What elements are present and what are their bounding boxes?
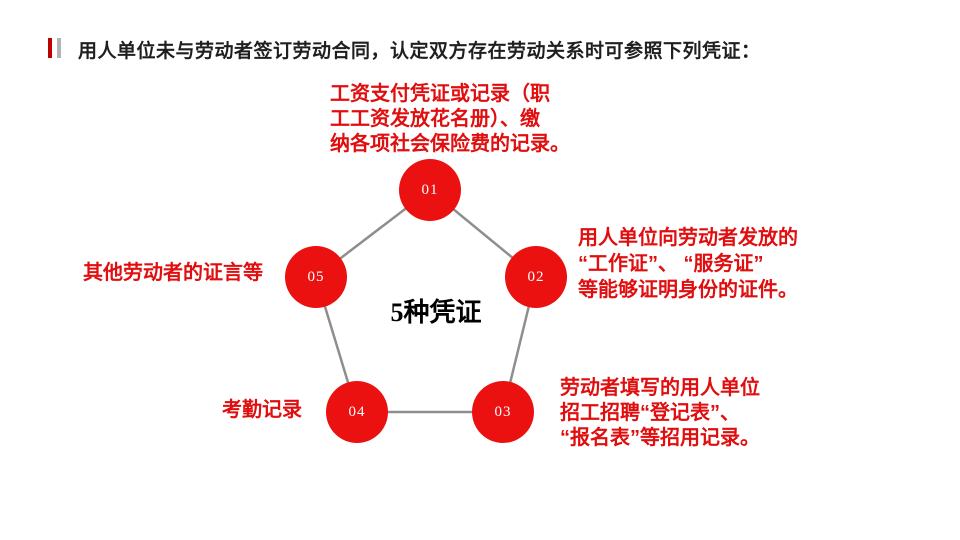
node-label-02: 用人单位向劳动者发放的 “工作证”、 “服务证” 等能够证明身份的证件。 (578, 227, 798, 301)
node-number-03: 03 (494, 403, 512, 420)
node-number-01: 01 (421, 181, 439, 198)
pentagon-center-label: 5种凭证 (390, 298, 482, 327)
title-accent-bar-red (48, 38, 52, 58)
node-number-04: 04 (348, 403, 366, 420)
node-circle-04: 04 (326, 381, 388, 443)
page-title: 用人单位未与劳动者签订劳动合同，认定双方存在劳动关系时可参照下列凭证： (78, 41, 761, 62)
node-number-05: 05 (307, 268, 325, 285)
node-label-01: 工资支付凭证或记录（职 工工资发放花名册）、缴 纳各项社会保险费的记录。 (330, 83, 570, 155)
node-label-05: 其他劳动者的证言等 (83, 262, 263, 284)
title-accent-bar-gray (57, 38, 61, 58)
node-label-04: 考勤记录 (222, 399, 302, 421)
node-circle-05: 05 (285, 246, 347, 308)
node-circle-01: 01 (399, 159, 461, 221)
node-label-03: 劳动者填写的用人单位 招工招聘“登记表”、 “报名表”等招用记录。 (560, 377, 760, 449)
node-circle-03: 03 (472, 381, 534, 443)
node-circle-02: 02 (505, 246, 567, 308)
node-number-02: 02 (527, 268, 545, 285)
